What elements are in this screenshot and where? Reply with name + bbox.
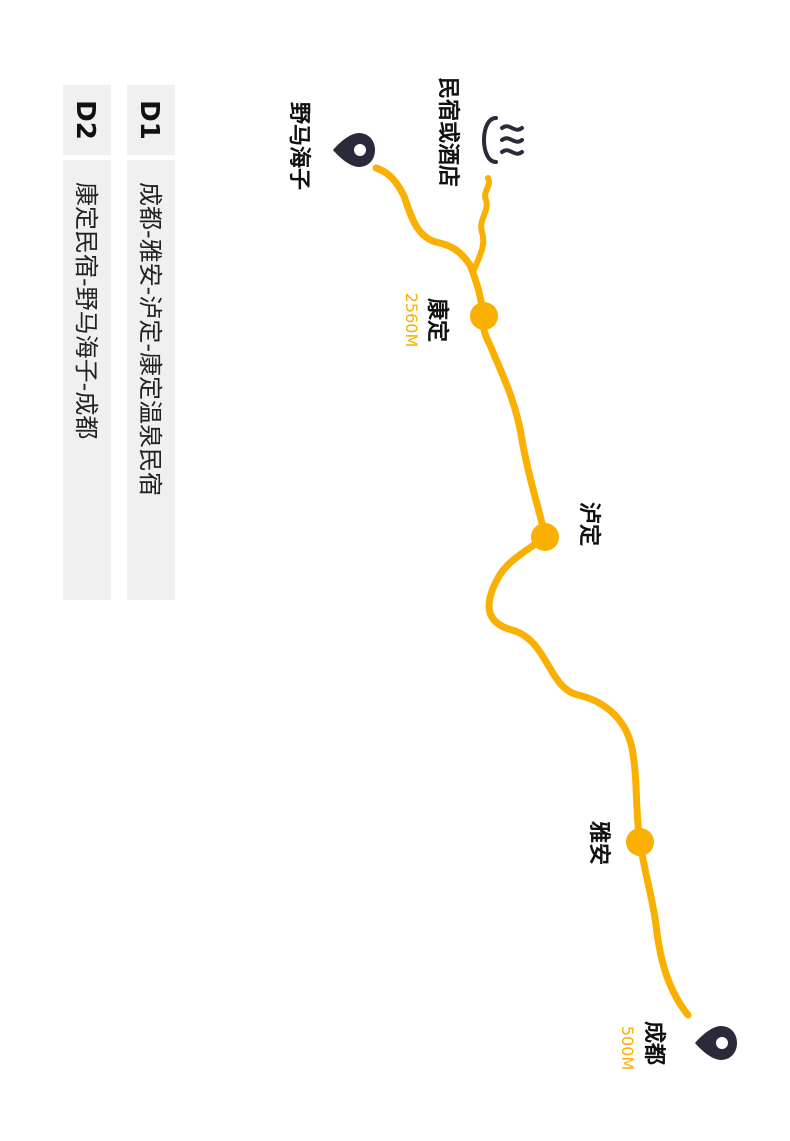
itinerary-day-2: D2 康定民宿-野马海子-成都 bbox=[63, 85, 111, 600]
day-badge-bg bbox=[63, 85, 111, 155]
route-text-bg bbox=[127, 160, 175, 600]
route-main bbox=[372, 164, 692, 1019]
elevation-label-kangding: 2560M bbox=[402, 293, 421, 348]
day-badge: D2 bbox=[70, 100, 100, 140]
route-text-bg bbox=[63, 160, 111, 600]
map-pin-icon bbox=[695, 1026, 737, 1060]
stop-label-luding: 泸定 bbox=[576, 502, 602, 546]
stop-dot-kangding bbox=[470, 302, 498, 330]
stop-label-yemahaizi: 野马海子 bbox=[286, 102, 312, 190]
map-pin-icon bbox=[333, 133, 375, 167]
hot-spring-icon bbox=[482, 116, 524, 164]
day-badge-bg bbox=[127, 85, 175, 155]
stop-dot-yaan bbox=[626, 828, 654, 856]
stop-label-yaan: 雅安 bbox=[586, 821, 612, 865]
itinerary-day-1: D1 成都-雅安-泸定-康定温泉民宿 bbox=[127, 85, 175, 600]
stop-dot-luding bbox=[531, 523, 559, 551]
stop-label-kangding: 康定 bbox=[424, 298, 450, 342]
day-route: 成都-雅安-泸定-康定温泉民宿 bbox=[136, 182, 164, 496]
day-route: 康定民宿-野马海子-成都 bbox=[72, 182, 100, 439]
elevation-label-chengdu: 500M bbox=[618, 1026, 637, 1070]
route-branch-hotel bbox=[471, 175, 492, 273]
stop-label-chengdu: 成都 bbox=[641, 1021, 666, 1065]
day-badge: D1 bbox=[134, 100, 164, 140]
stop-label-hotel: 民宿或酒店 bbox=[435, 77, 461, 187]
